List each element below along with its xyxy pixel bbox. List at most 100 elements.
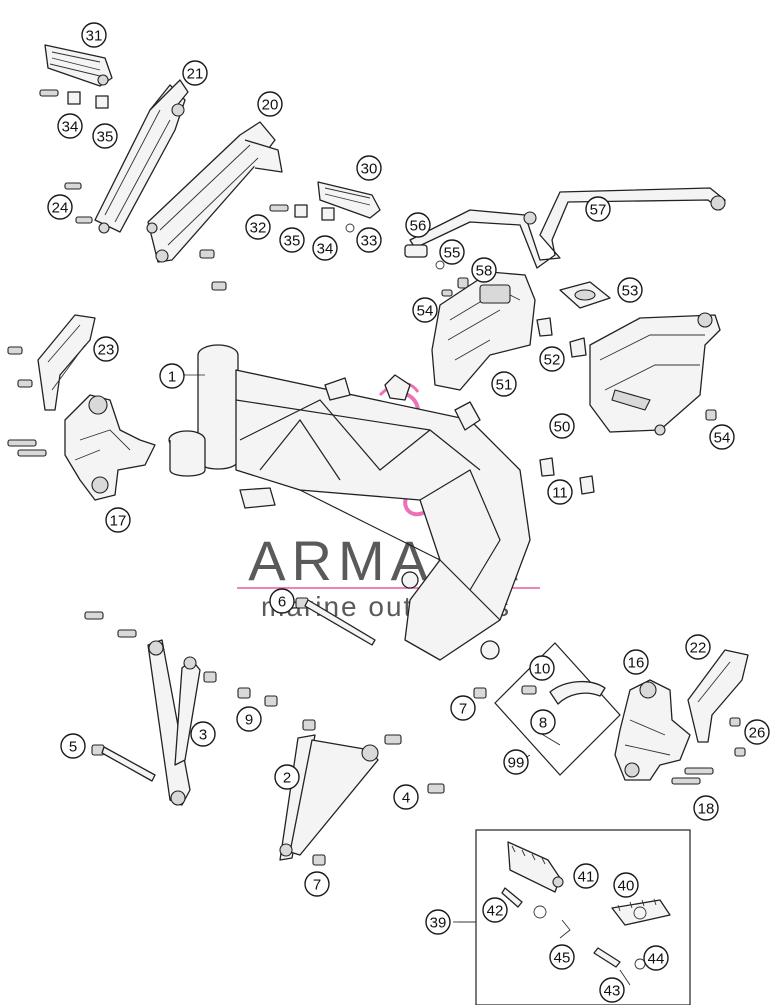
callout-label: 53 [622,283,639,300]
strut-2 [279,719,445,866]
clips-11 [539,457,595,495]
callout-39: 39 [425,909,451,935]
callout-label: 57 [590,202,607,219]
callout-label: 44 [648,951,665,968]
callout-11: 11 [547,479,573,505]
callout-56: 56 [405,212,431,238]
bolt-34a [39,89,109,109]
callout-53: 53 [617,277,643,303]
callout-label: 42 [487,903,504,920]
callout-label: 45 [554,950,571,967]
callout-label: 54 [714,430,731,447]
callout-label: 23 [98,342,115,359]
bolt-5 [91,744,156,782]
clips-52 [536,317,587,358]
callout-9: 9 [236,706,262,732]
callout-label: 1 [168,369,176,386]
callout-55: 55 [439,239,465,265]
callout-label: 7 [313,877,321,894]
callout-2: 2 [274,764,300,790]
callout-18: 18 [693,795,719,821]
callout-32: 32 [245,214,271,240]
callout-23: 23 [93,336,119,362]
callout-label: 41 [578,869,595,886]
callout-label: 22 [690,640,707,657]
callout-52: 52 [539,346,565,372]
footpeg-40 [611,898,671,926]
callout-label: 18 [698,801,715,818]
callout-label: 4 [402,790,410,807]
callout-label: 3 [199,727,207,744]
callout-4: 4 [393,784,419,810]
callout-3: 3 [190,721,216,747]
callout-label: 34 [62,119,79,136]
filter-53 [559,281,611,309]
battery-box-50 [589,312,721,436]
main-frame [168,344,531,661]
callout-40: 40 [613,872,639,898]
callout-label: 55 [444,245,461,262]
callout-24: 24 [47,194,73,220]
callout-5: 5 [60,733,86,759]
callout-58: 58 [471,257,497,283]
kit-box-39 [458,829,691,1005]
callout-label: 24 [52,200,69,217]
callout-label: 58 [476,263,493,280]
callout-label: 30 [361,161,378,178]
callout-label: 6 [278,594,286,611]
callout-17: 17 [105,507,131,533]
callout-34: 34 [312,235,338,261]
callout-99: 99 [503,749,529,775]
fittings-56-55 [404,244,469,297]
footrest-bracket-20 [146,121,283,291]
callout-1: 1 [159,363,185,389]
callout-label: 8 [539,715,547,732]
callout-45: 45 [549,944,575,970]
callout-label: 17 [110,513,127,530]
heel-guard-23 [7,314,96,411]
callout-35: 35 [92,123,118,149]
nuts-9 [237,687,278,707]
callout-label: 34 [317,241,334,258]
callout-label: 33 [361,233,378,250]
footrest-carrier-16 [614,679,714,785]
callout-30: 30 [356,155,382,181]
callout-label: 2 [283,770,291,787]
footrest-bracket-21 [94,79,189,234]
callout-label: 31 [86,28,103,45]
subframe-tube-57 [409,187,726,269]
callout-label: 43 [604,983,621,1000]
callout-26: 26 [744,719,770,745]
callout-label: 5 [69,739,77,756]
footpeg-30 [269,181,381,233]
callout-label: 7 [459,701,467,718]
callout-41: 41 [573,863,599,889]
callout-42: 42 [482,897,508,923]
callout-label: 52 [544,352,561,369]
callout-label: 9 [245,712,253,729]
callout-label: 16 [628,655,645,672]
heel-guard-22 [687,649,749,757]
callout-44: 44 [643,945,669,971]
nut-7 [473,687,487,699]
callout-31: 31 [81,22,107,48]
strut-3 [84,611,217,806]
callout-34: 34 [57,113,83,139]
footpeg-41 [507,841,564,893]
callout-54: 54 [412,297,438,323]
callout-33: 33 [356,227,382,253]
callout-10: 10 [529,655,555,681]
callout-label: 51 [496,377,513,394]
callout-label: 11 [552,485,568,502]
callout-50: 50 [549,413,575,439]
callout-6: 6 [269,588,295,614]
pin-43-44 [593,947,646,986]
pin-42 [501,887,571,939]
callout-21: 21 [182,60,208,86]
callout-7: 7 [304,871,330,897]
callout-label: 35 [284,233,301,250]
callout-8: 8 [530,709,556,735]
callout-51: 51 [491,371,517,397]
footpeg-31 [44,44,113,87]
